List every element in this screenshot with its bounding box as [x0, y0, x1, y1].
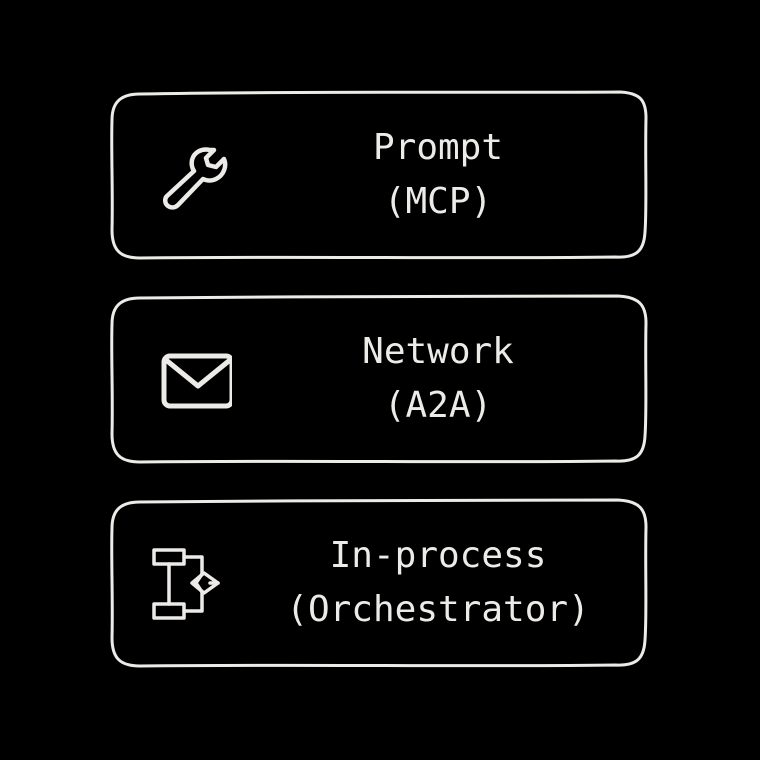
card-in-process-text: In-process (Orchestrator): [242, 500, 634, 666]
card-network: Network (A2A): [112, 296, 646, 462]
card-prompt: Prompt (MCP): [112, 92, 646, 258]
card-subtitle-in-process: (Orchestrator): [286, 589, 590, 630]
card-title-prompt: Prompt: [372, 127, 504, 168]
card-network-text: Network (A2A): [242, 296, 634, 462]
card-outline-prompt: [110, 90, 648, 260]
wrench-icon: [162, 147, 228, 210]
card-subtitle-network: (A2A): [383, 385, 493, 426]
flowchart-icon: [152, 548, 220, 620]
envelope-icon: [161, 353, 232, 409]
card-subtitle-prompt: (MCP): [383, 181, 493, 222]
card-prompt-text: Prompt (MCP): [242, 92, 634, 258]
card-outline-in-process: [110, 498, 648, 668]
card-title-in-process: In-process: [329, 535, 547, 576]
card-title-network: Network: [362, 331, 514, 372]
card-outline-network: [110, 294, 648, 464]
card-in-process: In-process (Orchestrator): [112, 500, 646, 666]
